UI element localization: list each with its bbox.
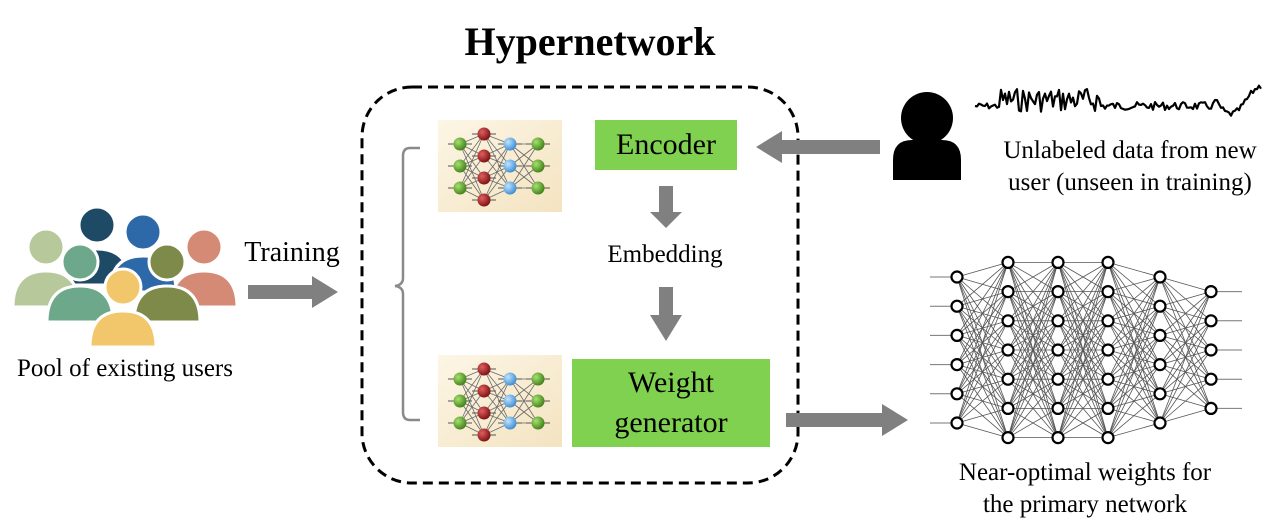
generator-network-icon [438, 355, 562, 447]
pool-label: Pool of existing users [17, 355, 233, 382]
training-label: Training [244, 237, 340, 268]
output-label-line2: the primary network [982, 491, 1188, 518]
encoder-label: Encoder [616, 128, 716, 161]
weight-generator-label: Weight generator [614, 366, 728, 439]
weight-generator-box: Weight generator [572, 359, 770, 447]
users-pool-icon [11, 205, 239, 349]
output-arrow [786, 404, 908, 436]
output-label-line1: Near-optimal weights for [958, 459, 1212, 486]
hypernetwork-container [360, 85, 800, 485]
signal-waveform [974, 84, 1262, 117]
encoder-to-embedding-arrow [650, 186, 682, 228]
group-bracket [394, 146, 420, 422]
unlabeled-data-label-line1: Unlabeled data from new [1003, 137, 1257, 164]
training-arrow [248, 276, 338, 308]
embedding-to-generator-arrow [650, 287, 682, 341]
new-user-icon [893, 92, 961, 180]
embedding-label: Embedding [607, 241, 723, 268]
diagram-title: Hypernetwork [464, 19, 716, 64]
primary-network-icon [930, 255, 1242, 445]
encoder-network-icon [438, 120, 562, 212]
unlabeled-data-label-line2: user (unseen in training) [1008, 169, 1252, 196]
encoder-box: Encoder [595, 120, 737, 170]
input-arrow [756, 131, 880, 163]
